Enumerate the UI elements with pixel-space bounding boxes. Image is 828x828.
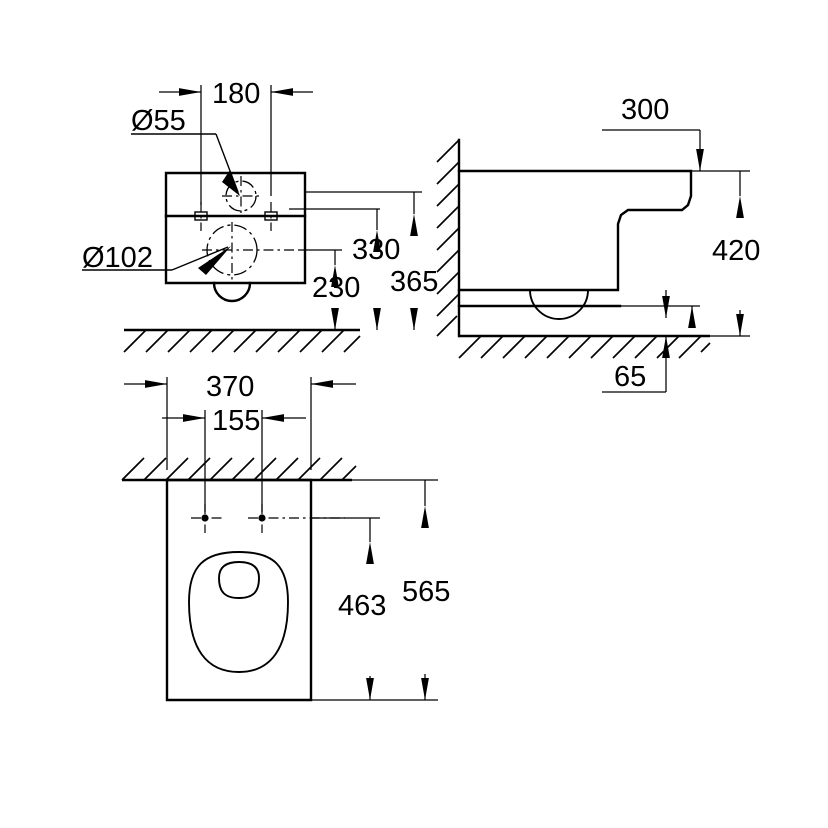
dimension-label-463: 463 [338,590,386,622]
dimension-370: 370 [124,371,356,470]
dimension-565: 565 [311,479,450,701]
dimension-label-370: 370 [206,371,254,403]
dimension-330: 330 [289,208,400,330]
side-body-outline [457,169,693,320]
outlet-circle [202,222,300,281]
dimension-230: 230 [300,249,360,330]
dimension-label-330: 330 [352,234,400,266]
plan-body-outline [165,478,313,702]
floor-hatching-rear [123,328,361,353]
rear-elevation-view: 180 Ø55 Ø102 230 330 [82,78,438,353]
dimension-label-230: 230 [312,272,360,304]
bowl-outline [188,551,289,673]
dimension-label-565: 565 [402,576,450,608]
dimension-label-300: 300 [621,94,669,126]
side-section-view: 300 420 65 [436,94,760,393]
dimension-label-dia102: Ø102 [82,242,153,274]
dimension-65: 65 [602,290,700,393]
dimension-dia55: Ø55 [131,105,240,196]
dimension-dia102: Ø102 [82,242,231,275]
dimension-label-365: 365 [390,266,438,298]
dimension-463: 463 [311,517,386,700]
fixing-bolt-marks [184,202,289,231]
dimension-label-dia55: Ø55 [131,105,186,137]
dimension-155: 155 [162,405,306,512]
dimension-label-420: 420 [712,235,760,267]
dimension-label-65: 65 [614,361,646,393]
bolt-hole-circle [222,176,260,216]
dimension-420: 420 [691,170,760,337]
wall-hatching-side [436,138,461,338]
dimension-180: 180 [159,78,313,205]
dimension-300: 300 [602,94,704,171]
plan-top-view: 370 155 463 565 [121,371,450,702]
dimension-label-180: 180 [212,78,260,110]
wall-hatching-plan [121,457,357,482]
dimension-label-155: 155 [212,405,260,437]
floor-hatching-side [458,334,711,359]
dimension-365: 365 [305,191,438,330]
fixing-point-marks [191,504,345,533]
